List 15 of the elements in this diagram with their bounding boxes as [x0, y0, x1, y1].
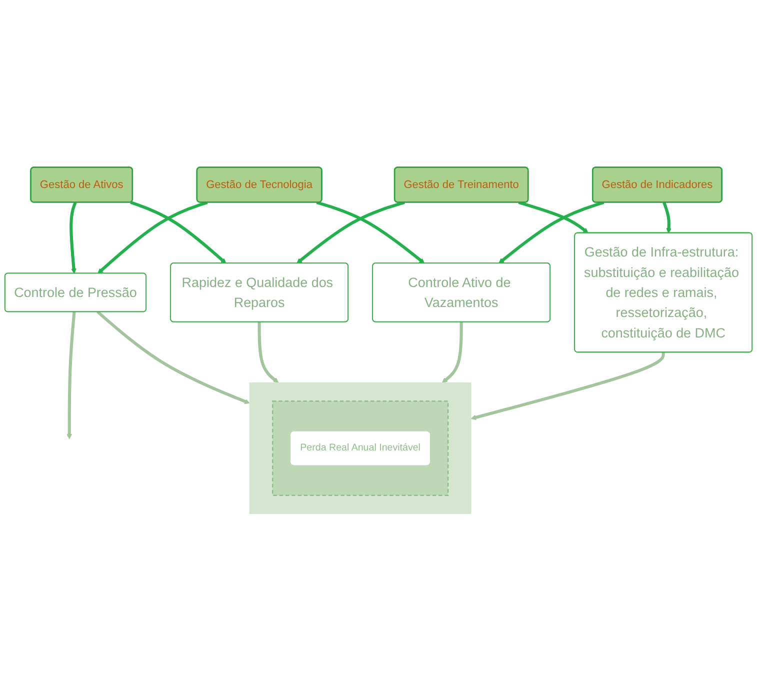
arrow	[70, 202, 77, 274]
arrow	[518, 200, 588, 234]
cluster	[272, 400, 449, 496]
arrow	[258, 322, 279, 383]
arrow	[498, 201, 604, 264]
arrow	[66, 312, 76, 440]
arrow	[316, 200, 425, 264]
arrow	[96, 310, 250, 404]
arrow	[130, 200, 226, 264]
arrow	[442, 322, 463, 383]
cluster	[249, 382, 472, 514]
arrow	[98, 201, 208, 274]
arrow	[296, 200, 405, 264]
arrow	[470, 352, 665, 420]
arrow	[662, 202, 672, 234]
